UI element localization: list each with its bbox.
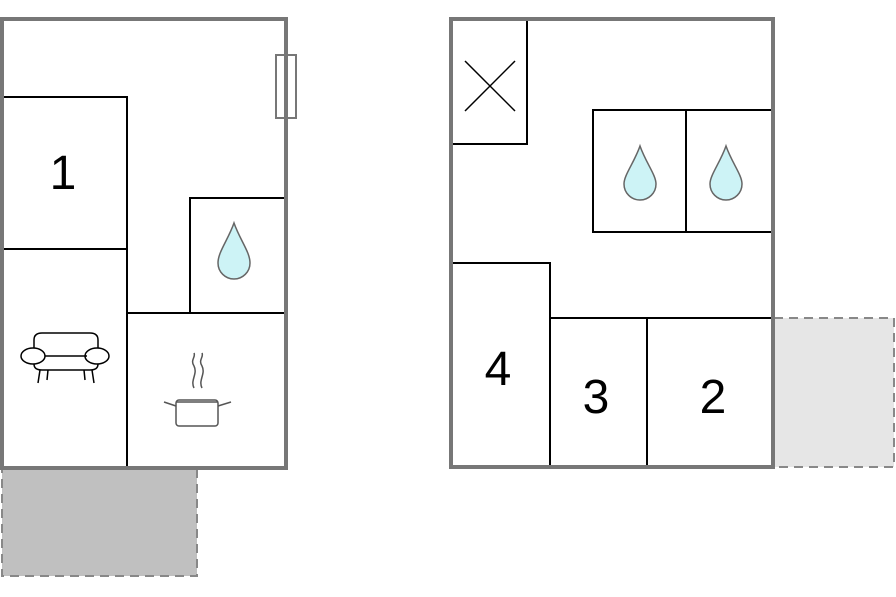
room-living (20, 249, 128, 468)
cooking-pot-icon (163, 352, 232, 427)
water-drop-icon (217, 220, 251, 280)
room-label-1: 1 (50, 147, 77, 200)
cross-icon (450, 18, 528, 145)
room-bedroom-4: 4 (450, 262, 551, 468)
upper-floor: 4 3 2 (449, 17, 895, 469)
water-drop-icon (623, 143, 657, 201)
ground-floor: 1 (0, 17, 297, 577)
terrace (1, 468, 198, 577)
room-bathroom-upper-2 (685, 109, 774, 233)
room-label-4: 4 (485, 343, 512, 396)
room-bathroom-ground (189, 197, 287, 314)
room-bedroom-1: 1 (1, 96, 128, 250)
room-bedroom-2: 2 (646, 317, 774, 468)
room-bathroom-upper-1 (592, 109, 687, 233)
room-label-3: 3 (583, 371, 610, 424)
sofa-icon (20, 332, 110, 384)
room-label-2: 2 (700, 371, 727, 424)
room-bedroom-3: 3 (549, 317, 648, 468)
water-drop-icon (709, 143, 743, 201)
